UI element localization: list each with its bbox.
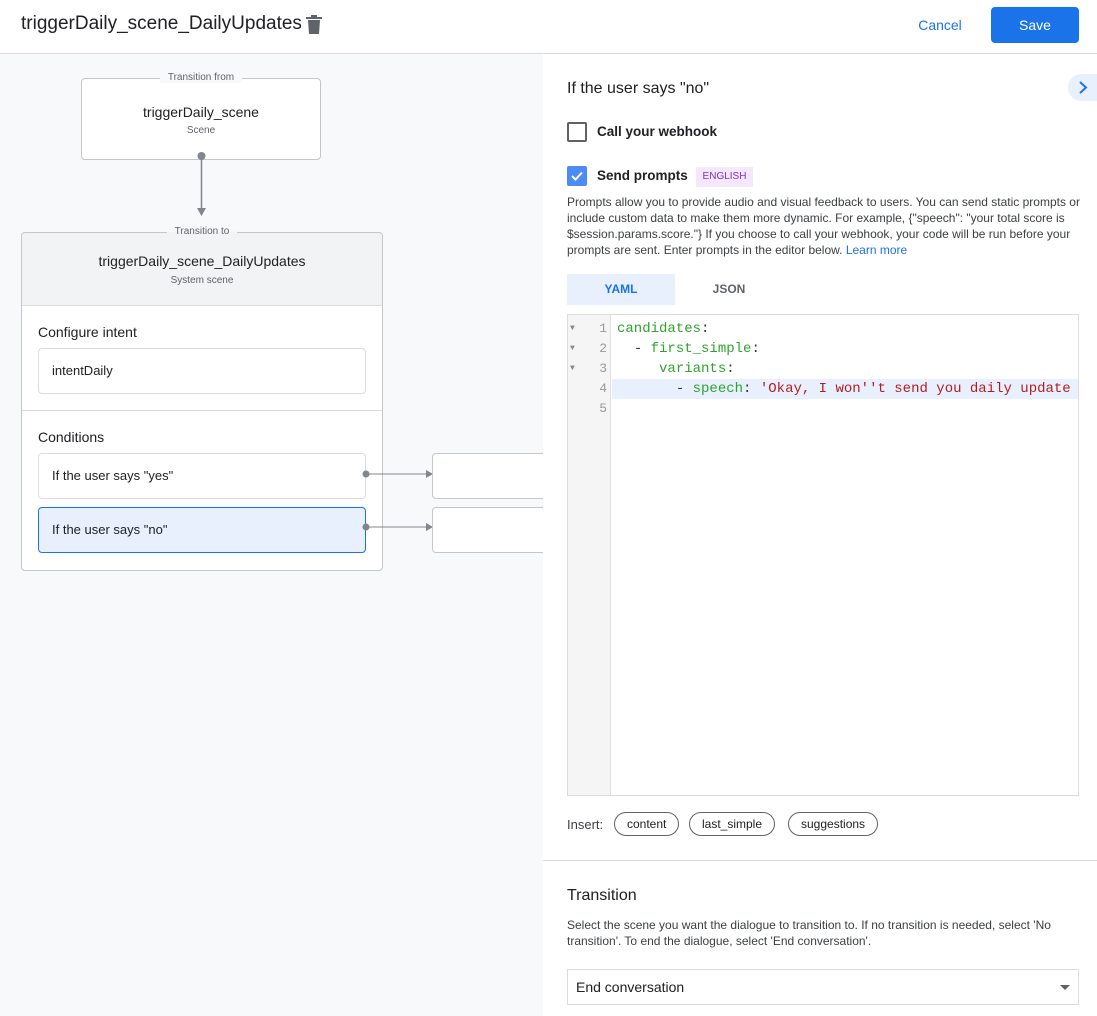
divider: [22, 410, 382, 411]
transition-select[interactable]: End conversation: [567, 969, 1079, 1005]
code-line: candidates:: [617, 321, 710, 337]
insert-chip-suggestions[interactable]: suggestions: [788, 812, 879, 836]
line-number: 2: [599, 341, 607, 356]
condition-connectors: [362, 470, 433, 531]
send-prompts-label: Send prompts: [597, 168, 688, 183]
chevron-right-icon: [1079, 81, 1088, 94]
condition-no[interactable]: If the user says "no": [38, 507, 366, 553]
to-scene-type: System scene: [170, 275, 234, 286]
editor-gutter: ▼ 1 ▼ 2 ▼ 3 4 5: [568, 315, 611, 795]
conditions-label: Conditions: [38, 429, 105, 445]
scene-canvas: Transition from triggerDaily_scene Scene…: [0, 54, 543, 1016]
code-editor[interactable]: ▼ 1 ▼ 2 ▼ 3 4 5 candidates: - first_simple:…: [567, 314, 1079, 796]
fold-arrow-icon[interactable]: ▼: [570, 344, 575, 353]
from-scene-name: triggerDaily_scene: [143, 104, 259, 120]
page-title: triggerDaily_scene_DailyUpdates: [21, 13, 302, 34]
intent-field[interactable]: intentDaily: [38, 348, 366, 394]
transition-heading: Transition: [567, 887, 637, 904]
send-prompts-checkbox[interactable]: [567, 166, 587, 186]
code-line: variants:: [659, 361, 735, 377]
transition-description: Select the scene you want the dialogue t…: [567, 918, 1051, 948]
code-line: - first_simple:: [633, 341, 760, 357]
code-line-active: - speech: 'Okay, I won''t send you daily…: [612, 379, 1078, 399]
scene-header: [22, 233, 382, 306]
insert-chip-content[interactable]: content: [614, 812, 680, 836]
condition-yes[interactable]: If the user says "yes": [38, 453, 366, 499]
no-target-card[interactable]: [432, 507, 543, 553]
tab-json[interactable]: JSON: [712, 282, 746, 296]
line-number: 4: [599, 381, 607, 396]
transition-arrow: [197, 152, 206, 216]
transition-to-legend: Transition to: [166, 226, 238, 237]
collapse-panel-button[interactable]: [1068, 74, 1097, 101]
transition-select-value: End conversation: [576, 979, 685, 995]
top-bar: triggerDaily_scene_DailyUpdates Cancel S…: [0, 0, 1097, 54]
save-button[interactable]: Save: [991, 7, 1079, 43]
line-number: 3: [599, 361, 607, 376]
webhook-checkbox[interactable]: [567, 122, 587, 142]
condition-panel: If the user says "no" Call your webhook …: [543, 54, 1097, 1016]
insert-label: Insert:: [567, 817, 604, 832]
yes-target-card[interactable]: [432, 453, 543, 499]
fold-arrow-icon[interactable]: ▼: [570, 364, 575, 373]
learn-more-link[interactable]: Learn more: [845, 243, 908, 257]
insert-chip-last-simple[interactable]: last_simple: [689, 812, 776, 836]
prompts-description: Prompts allow you to provide audio and v…: [567, 195, 1080, 257]
line-number: 1: [599, 321, 607, 336]
panel-heading: If the user says "no": [567, 80, 710, 97]
cancel-button[interactable]: Cancel: [905, 10, 975, 40]
transition-from-card[interactable]: Transition from triggerDaily_scene Scene: [81, 72, 321, 160]
language-badge: ENGLISH: [696, 167, 753, 187]
to-scene-name: triggerDaily_scene_DailyUpdates: [98, 253, 306, 269]
webhook-label: Call your webhook: [597, 124, 718, 139]
tab-yaml[interactable]: YAML: [567, 274, 675, 305]
transition-to-card: Transition to triggerDaily_scene_DailyUp…: [21, 226, 383, 571]
trash-icon[interactable]: [305, 14, 323, 36]
dropdown-arrow-icon: [1060, 985, 1070, 990]
check-icon: [571, 171, 583, 181]
fold-arrow-icon[interactable]: ▼: [570, 324, 575, 333]
transition-from-legend: Transition from: [159, 72, 243, 83]
divider: [543, 860, 1097, 861]
configure-intent-label: Configure intent: [38, 324, 137, 340]
from-scene-type: Scene: [186, 125, 216, 136]
line-number: 5: [599, 401, 607, 416]
